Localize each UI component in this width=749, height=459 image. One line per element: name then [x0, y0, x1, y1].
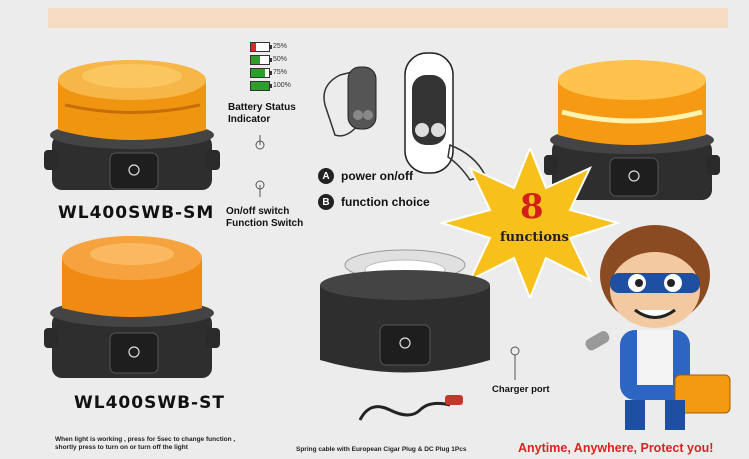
battery-level-row: 25%	[250, 40, 291, 53]
feature-badge: B	[318, 194, 334, 210]
battery-level-label: 25%	[273, 43, 288, 50]
feature-item: A power on/off	[318, 166, 430, 186]
spring-cable-image	[358, 395, 463, 421]
battery-icon	[250, 80, 272, 91]
beacon-st-image	[44, 236, 220, 378]
starburst-badge	[440, 148, 620, 298]
feature-list: A power on/off B function choice	[318, 166, 430, 212]
feature-item: B function choice	[318, 192, 430, 212]
battery-level-row: 50%	[250, 53, 291, 66]
battery-level-row: 100%	[250, 79, 291, 92]
remote-control-image	[323, 52, 487, 181]
battery-icon	[250, 54, 272, 65]
instructions-note: When light is working , press for 5sec t…	[55, 436, 236, 451]
feature-text: function choice	[341, 195, 430, 209]
mascot-image	[585, 225, 731, 430]
battery-level-label: 75%	[273, 69, 288, 76]
function-count: 8	[520, 187, 544, 227]
battery-status-label: Battery Status Indicator	[228, 102, 296, 125]
battery-level-label: 50%	[273, 56, 288, 63]
cable-note: Spring cable with European Cigar Plug & …	[296, 446, 467, 453]
model-name-sm: WL400SWB-SM	[58, 203, 215, 223]
slogan: Anytime, Anywhere, Protect you!	[518, 441, 714, 455]
charger-port-label: Charger port	[492, 384, 550, 395]
battery-icon	[250, 67, 272, 78]
callout-lines	[255, 135, 265, 197]
beacon-lit-image	[544, 60, 720, 200]
function-word: functions	[500, 230, 569, 245]
battery-level-label: 100%	[273, 82, 291, 89]
feature-text: power on/off	[341, 169, 413, 183]
charger-port-marker	[510, 346, 520, 380]
battery-level-row: 75%	[250, 66, 291, 79]
battery-icon	[250, 41, 272, 52]
header-banner	[48, 8, 728, 28]
beacon-sm-image	[44, 60, 220, 190]
battery-legend: 25% 50% 75% 100%	[250, 40, 291, 92]
model-name-st: WL400SWB-ST	[74, 393, 225, 413]
feature-badge: A	[318, 168, 334, 184]
switch-label: On/off switch Function Switch	[226, 206, 304, 229]
beacon-charger-image	[320, 249, 490, 373]
